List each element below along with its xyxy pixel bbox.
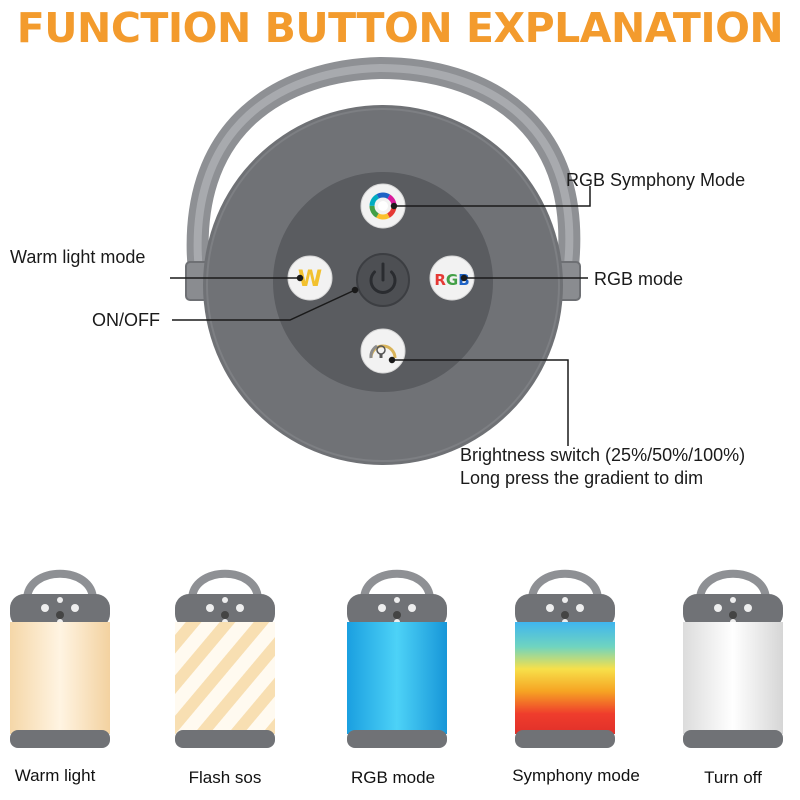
symphony-line bbox=[394, 186, 591, 207]
lantern-flash-sos bbox=[175, 569, 275, 748]
onoff-label: ON/OFF bbox=[92, 310, 160, 330]
caption-rgb-mode: RGB mode bbox=[350, 768, 436, 787]
brightness-label-line1: Brightness switch (25%/50%/100%) bbox=[460, 445, 746, 465]
lantern-rgb-mode bbox=[347, 569, 447, 748]
caption-symphony-mode: Symphony mode bbox=[512, 766, 640, 785]
lamp-top-diagram: W RGB bbox=[170, 56, 591, 465]
warm-label: Warm light mode bbox=[10, 247, 146, 267]
brightness-button bbox=[360, 328, 406, 374]
brightness-line bbox=[392, 359, 569, 446]
rgb-letter-r: R bbox=[434, 271, 446, 289]
rgb-label: RGB mode bbox=[594, 269, 684, 289]
caption-flash-sos: Flash sos bbox=[188, 768, 262, 787]
warm-light-button: W bbox=[287, 255, 333, 301]
onoff-line bbox=[172, 289, 356, 321]
caption-turn-off: Turn off bbox=[704, 768, 762, 787]
brightness-label-line2: Long press the gradient to dim bbox=[460, 468, 704, 488]
caption-warm-light: Warm light bbox=[14, 766, 96, 785]
lantern-turn-off bbox=[683, 569, 783, 748]
brightness-dial-icon bbox=[369, 344, 397, 359]
symphony-label: RGB Symphony Mode bbox=[566, 170, 746, 190]
lantern-warm-light bbox=[10, 569, 110, 748]
power-icon bbox=[369, 262, 397, 294]
page-title: FUNCTION BUTTON EXPLANATION bbox=[16, 4, 784, 52]
rgb-letter-g: G bbox=[446, 271, 458, 289]
callout-lines bbox=[170, 186, 591, 446]
lantern-symphony-mode bbox=[515, 569, 615, 748]
power-button bbox=[356, 253, 410, 307]
